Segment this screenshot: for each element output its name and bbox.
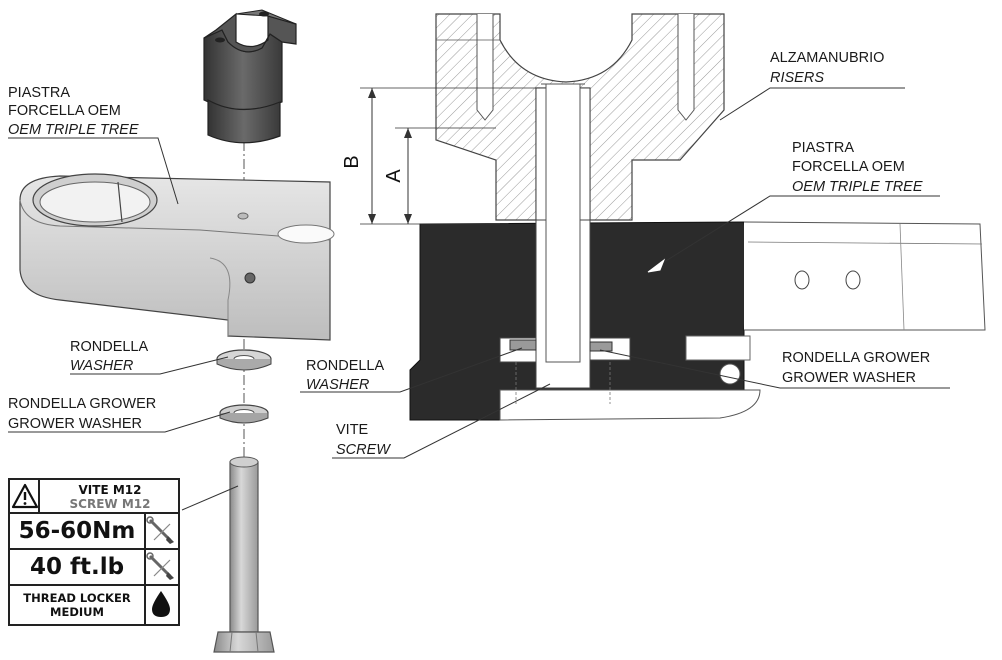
label-left-grower-2: GROWER WASHER — [8, 416, 142, 432]
label-right-washer-1: RONDELLA — [306, 358, 384, 374]
plate-extension — [499, 221, 986, 421]
leader-right-grower — [599, 349, 950, 389]
torque-title-row: VITE M12 SCREW M12 — [10, 480, 178, 514]
leader-left-screw — [181, 485, 239, 511]
label-screw-1: VITE — [336, 422, 369, 438]
leader-right-washer — [300, 347, 523, 393]
warning-cell — [10, 480, 40, 512]
label-left-grower-1: RONDELLA GROWER — [8, 396, 156, 412]
leader-screw — [332, 383, 551, 459]
dimension-lines — [360, 87, 540, 225]
label-screw-2: SCREW — [336, 442, 391, 458]
torque-wrench-icon — [146, 516, 174, 544]
leader-risers — [719, 87, 905, 121]
label-right-triple-tree-3: OEM TRIPLE TREE — [792, 179, 923, 195]
wrench-cell-1 — [144, 514, 178, 548]
torque-nm-row: 56-60Nm — [10, 514, 178, 550]
label-right-triple-tree-1: PIASTRA — [792, 140, 854, 156]
label-left-triple-tree-2: FORCELLA OEM — [8, 103, 121, 119]
thread-locker-text: THREAD LOCKER MEDIUM — [10, 586, 146, 624]
label-risers-2: RISERS — [770, 70, 824, 86]
leader-right-triple-tree — [647, 195, 940, 273]
washer-section — [509, 339, 537, 351]
riser-part-3d — [203, 9, 297, 144]
screw-part — [213, 456, 275, 653]
wrench-cell-2 — [144, 550, 178, 584]
leader-right-triple-tree-arrow — [647, 258, 666, 273]
grower-washer-part — [219, 404, 269, 424]
dimension-a-label: A — [383, 169, 405, 183]
thread-locker-line2: MEDIUM — [50, 605, 104, 619]
title-en: SCREW M12 — [69, 497, 151, 511]
drop-icon — [152, 591, 170, 617]
warning-triangle-icon — [11, 483, 39, 509]
grower-washer-section — [589, 341, 613, 352]
label-left-washer-1: RONDELLA — [70, 339, 148, 355]
label-right-grower-2: GROWER WASHER — [782, 370, 916, 386]
label-left-triple-tree-1: PIASTRA — [8, 85, 70, 101]
label-risers-1: ALZAMANUBRIO — [770, 50, 884, 66]
triple-tree-part-3d — [19, 173, 335, 341]
label-right-washer-2: WASHER — [306, 377, 370, 393]
label-left-triple-tree-3: OEM TRIPLE TREE — [8, 122, 139, 138]
label-left-washer-2: WASHER — [70, 358, 134, 374]
thread-locker-row: THREAD LOCKER MEDIUM — [10, 586, 178, 624]
label-right-grower-1: RONDELLA GROWER — [782, 350, 930, 366]
drop-cell — [144, 586, 178, 624]
thread-locker-line1: THREAD LOCKER — [23, 591, 131, 605]
leader-left-triple-tree — [8, 137, 179, 205]
torque-ftlb-row: 40 ft.lb — [10, 550, 178, 586]
label-right-triple-tree-2: FORCELLA OEM — [792, 159, 905, 175]
torque-nm-value: 56-60Nm — [10, 514, 146, 548]
torque-wrench-icon — [146, 552, 174, 580]
torque-spec-box: VITE M12 SCREW M12 56-60Nm 40 ft.lb — [8, 478, 180, 626]
leader-left-washer — [70, 356, 229, 375]
dimension-b-label: B — [341, 155, 363, 168]
torque-ftlb-value: 40 ft.lb — [10, 550, 146, 584]
title-it: VITE M12 — [78, 483, 142, 497]
washer-part — [216, 349, 272, 371]
screw-section — [515, 83, 611, 404]
leader-left-grower — [8, 411, 231, 433]
torque-title: VITE M12 SCREW M12 — [42, 483, 178, 511]
